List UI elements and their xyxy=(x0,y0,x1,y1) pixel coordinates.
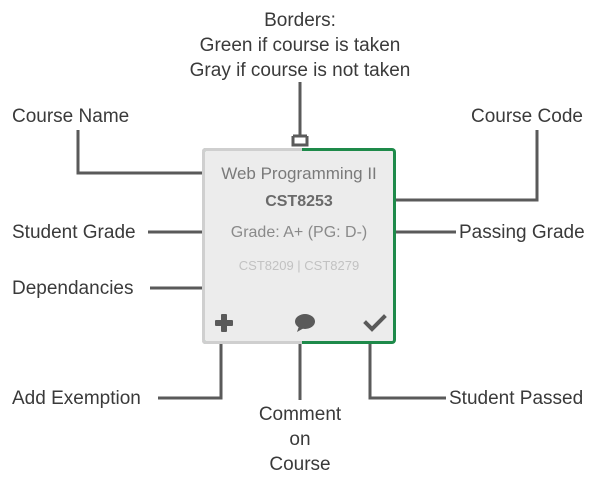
comment-icon[interactable] xyxy=(293,311,317,335)
course-code-annotation: Course Code xyxy=(471,106,583,127)
card-border-gray-bottom xyxy=(202,341,302,344)
borders-annotation: Borders: Green if course is taken Gray i… xyxy=(170,8,430,83)
check-icon[interactable] xyxy=(363,311,387,335)
card-course-code: CST8253 xyxy=(265,193,333,210)
card-dependencies: CST8209 | CST8279 xyxy=(238,258,360,273)
student-grade-annotation: Student Grade xyxy=(12,222,136,243)
comment-annotation-line3: Course xyxy=(269,454,331,475)
student-passed-connector xyxy=(368,338,446,400)
borders-annotation-gray: Gray if course is not taken xyxy=(189,60,411,81)
passing-grade-annotation: Passing Grade xyxy=(459,222,585,243)
borders-connector xyxy=(291,82,309,147)
card-grade: Grade: A+ (PG: D-) xyxy=(230,224,368,241)
comment-annotation-line1: Comment xyxy=(258,404,342,425)
card-course-name: Web Programming II xyxy=(221,164,377,183)
comment-annotation: Comment on Course xyxy=(240,402,360,477)
add-exemption-annotation: Add Exemption xyxy=(12,388,141,409)
student-passed-annotation: Student Passed xyxy=(449,388,584,409)
card-border-gray-top xyxy=(202,148,302,151)
course-name-connector xyxy=(76,130,207,175)
course-card[interactable]: Web Programming II CST8253 Grade: A+ (PG… xyxy=(202,148,396,344)
comment-annotation-line2: on xyxy=(289,429,311,450)
borders-annotation-title: Borders: xyxy=(264,10,336,31)
course-code-connector xyxy=(342,130,539,202)
add-exemption-connector xyxy=(158,340,223,400)
course-name-annotation: Course Name xyxy=(12,106,130,127)
dependancies-annotation: Dependancies xyxy=(12,278,134,299)
borders-annotation-green: Green if course is taken xyxy=(199,35,401,56)
plus-icon[interactable] xyxy=(212,311,236,335)
